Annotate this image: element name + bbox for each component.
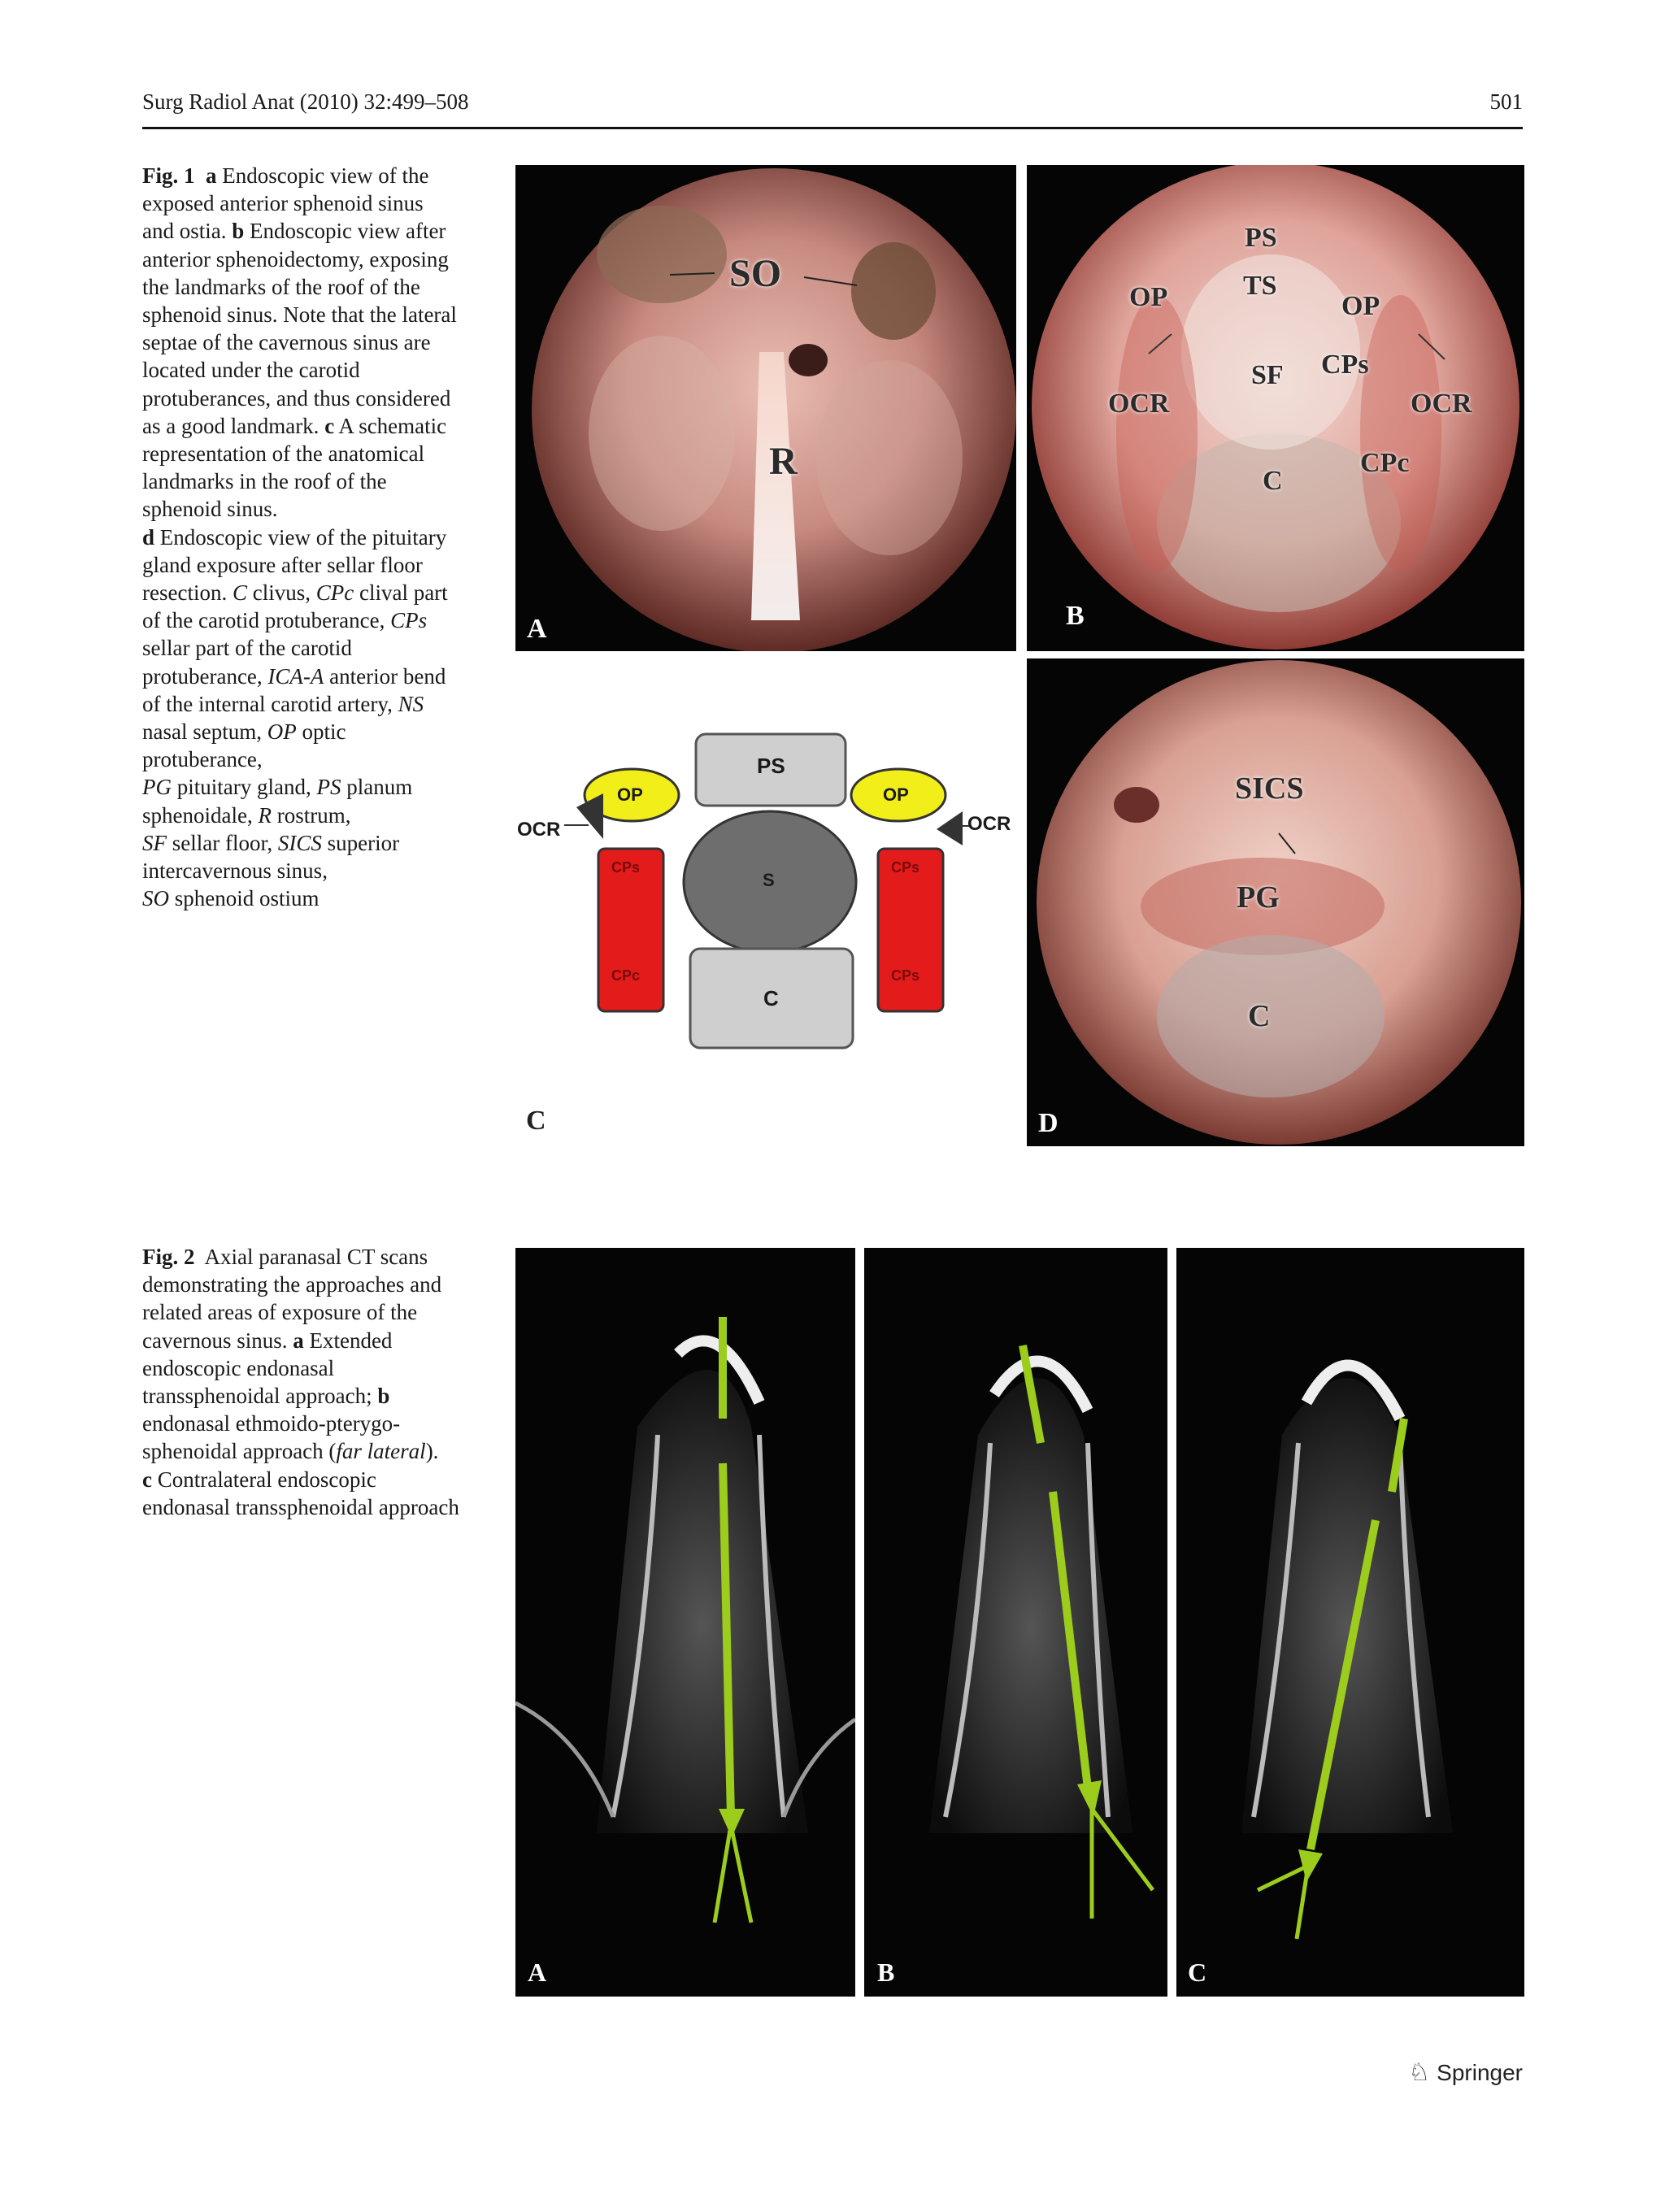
- label-so: SO: [729, 252, 782, 295]
- fig2-panel-c: C: [1176, 1248, 1524, 1997]
- label-op-right: OP: [1341, 291, 1380, 321]
- label-sics: SICS: [1235, 771, 1304, 806]
- figure2-caption: Fig. 2 Axial paranasal CT scans demonstr…: [142, 1245, 459, 1519]
- springer-horse-icon: ♘: [1408, 2059, 1431, 2086]
- cp-right-rect: [876, 847, 945, 1013]
- schem-label-cpc-right: CPs: [891, 967, 920, 984]
- op-right-ellipse: [850, 767, 947, 823]
- ocr-left-arrow: [576, 793, 603, 839]
- ocr-right-arrow: [937, 811, 963, 845]
- panel-letter-c: C: [526, 1106, 546, 1136]
- publisher-logo: ♘ Springer: [1408, 2058, 1523, 2087]
- label-sf: SF: [1251, 360, 1284, 390]
- schem-label-c: C: [763, 986, 779, 1010]
- schem-label-ocr-right: OCR: [967, 813, 1011, 835]
- schem-label-ocr-left: OCR: [517, 819, 561, 841]
- fig1-panel-a: SO R A: [515, 165, 1016, 651]
- ct-scan-c: [1176, 1248, 1524, 1997]
- endoscopic-view-d: [1037, 660, 1521, 1145]
- publisher-name: Springer: [1437, 2059, 1523, 2085]
- schem-label-op-right: OP: [883, 784, 909, 805]
- ct-scan-b: [864, 1248, 1167, 1997]
- running-header: Surg Radiol Anat (2010) 32:499–508 501: [142, 89, 1523, 128]
- fig2-letter-c: C: [1188, 1958, 1207, 1987]
- label-pg: PG: [1237, 880, 1280, 915]
- schem-label-cps-left: CPs: [611, 859, 641, 876]
- panel-letter-a: A: [527, 614, 547, 644]
- schematic-diagram: [564, 732, 971, 1050]
- header-rule: [142, 127, 1523, 129]
- label-cpc: CPc: [1360, 448, 1410, 478]
- ct-scan-a: [515, 1248, 855, 1997]
- fig1-panel-c-schematic: PS S C OP OP OCR OCR CPs CPc CPs CPs C: [515, 658, 1016, 1146]
- fig2-panel-a: A: [515, 1248, 855, 1997]
- label-ps: PS: [1245, 223, 1277, 253]
- label-c: C: [1263, 466, 1283, 496]
- fig2-panel-b: B: [864, 1248, 1167, 1997]
- schem-label-ps: PS: [757, 754, 785, 778]
- figure1-caption: Fig. 1 a Endoscopic view of the exposed …: [142, 163, 457, 911]
- fig2-letter-a: A: [528, 1958, 547, 1987]
- schem-label-cps-right: CPs: [891, 859, 920, 876]
- schem-label-op-left: OP: [617, 784, 643, 805]
- label-c-d: C: [1248, 999, 1271, 1033]
- label-op-left: OP: [1129, 282, 1168, 312]
- schem-label-cpc-left: CPc: [611, 967, 641, 984]
- endoscopic-view-b: [1032, 165, 1519, 650]
- label-ts: TS: [1243, 271, 1277, 301]
- schem-label-s: S: [763, 870, 775, 890]
- fig1-panel-b: PS TS OP OP SF CPs OCR OCR CPc C B: [1027, 165, 1524, 651]
- endoscopic-view-a: [532, 168, 1016, 651]
- c-box: [689, 947, 854, 1050]
- fig1-panel-d: SICS PG C D: [1027, 658, 1524, 1146]
- label-r: R: [769, 440, 798, 483]
- label-ocr-right: OCR: [1411, 389, 1472, 419]
- fig2-letter-b: B: [877, 1958, 895, 1987]
- panel-letter-d: D: [1038, 1108, 1059, 1138]
- op-left-ellipse: [583, 767, 680, 823]
- cp-left-rect: [597, 847, 665, 1013]
- page-number: 501: [1489, 89, 1524, 114]
- label-cps: CPs: [1321, 350, 1369, 380]
- label-ocr-left: OCR: [1108, 389, 1170, 419]
- panel-letter-b: B: [1066, 601, 1085, 631]
- ps-box: [694, 732, 847, 807]
- journal-citation: Surg Radiol Anat (2010) 32:499–508: [142, 89, 469, 114]
